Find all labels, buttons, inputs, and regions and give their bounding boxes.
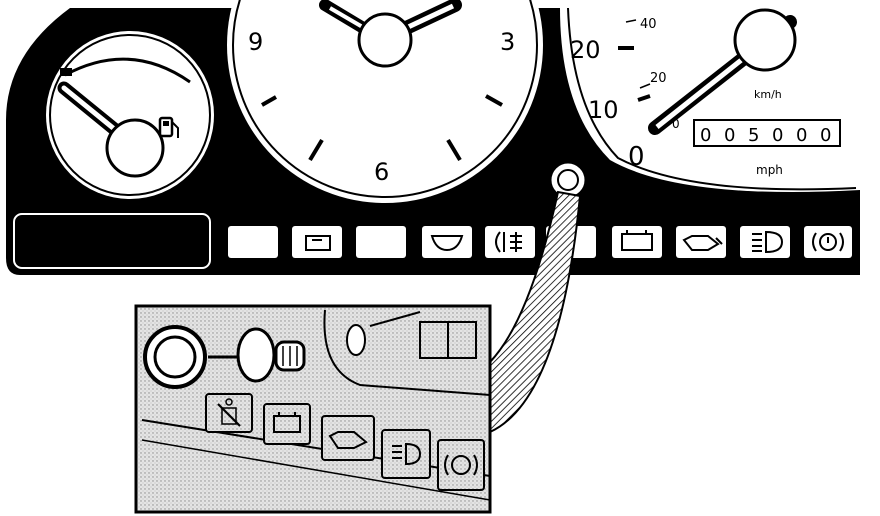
warning-light: [612, 226, 662, 258]
clock-label-6: 6: [374, 158, 389, 186]
odometer-digit: 0: [820, 125, 831, 146]
brake-warning-icon: [812, 232, 844, 252]
fuel-gauge: [46, 31, 214, 199]
seatbelt-icon: [205, 393, 253, 433]
callout-connector: [489, 190, 582, 434]
rear-fog-icon: [495, 231, 522, 253]
battery-icon: [263, 403, 311, 445]
odometer-digit: 5: [748, 125, 759, 146]
speed-label-mph-0: 0: [628, 142, 645, 172]
speedometer-gauge: 20 40 10 20 0 0 km/h mph 0 0 5 0 0 0: [560, 7, 860, 192]
headlight-icon: [752, 230, 784, 254]
reset-knob[interactable]: [143, 325, 306, 389]
headlight-icon: [381, 429, 431, 479]
oil-can-icon: [321, 415, 375, 461]
battery-icon: [621, 230, 653, 251]
odometer-digit: 0: [772, 125, 783, 146]
oil-can-icon: [682, 235, 723, 251]
odometer-digit: 0: [700, 125, 711, 146]
kmh-unit-label: km/h: [754, 88, 782, 101]
clock-label-3: 3: [500, 28, 515, 56]
speed-label-mph-20: 20: [570, 36, 601, 64]
clock-label-9: 9: [248, 28, 263, 56]
odometer-digits: 0 0 5 0 0 0: [700, 125, 831, 146]
warning-light: [292, 226, 342, 258]
speed-label-kmh-0: 0: [672, 117, 680, 131]
warning-light: [676, 226, 726, 258]
brake-pad-icon: [430, 235, 464, 252]
warning-light-blank: [228, 226, 278, 258]
mph-unit-label: mph: [756, 163, 783, 177]
warning-light: [422, 226, 472, 258]
detail-inset: [134, 304, 492, 514]
fuel-pump-icon: [158, 116, 179, 138]
warning-light-blank: [356, 226, 406, 258]
brake-warning-icon: [437, 439, 485, 491]
washer-fluid-icon: [305, 235, 331, 251]
odometer-digit: 0: [724, 125, 735, 146]
odometer-digit: 0: [796, 125, 807, 146]
detail-warning-lights: [205, 393, 485, 491]
speed-label-kmh-20: 20: [650, 71, 667, 86]
blank-panel: [13, 213, 211, 269]
clock-gauge: 9 3 6: [227, 0, 543, 203]
speed-label-kmh-40: 40: [640, 17, 657, 32]
speed-label-mph-10: 10: [588, 96, 619, 124]
odometer: [693, 119, 841, 147]
trip-reset-button[interactable]: [548, 160, 588, 200]
